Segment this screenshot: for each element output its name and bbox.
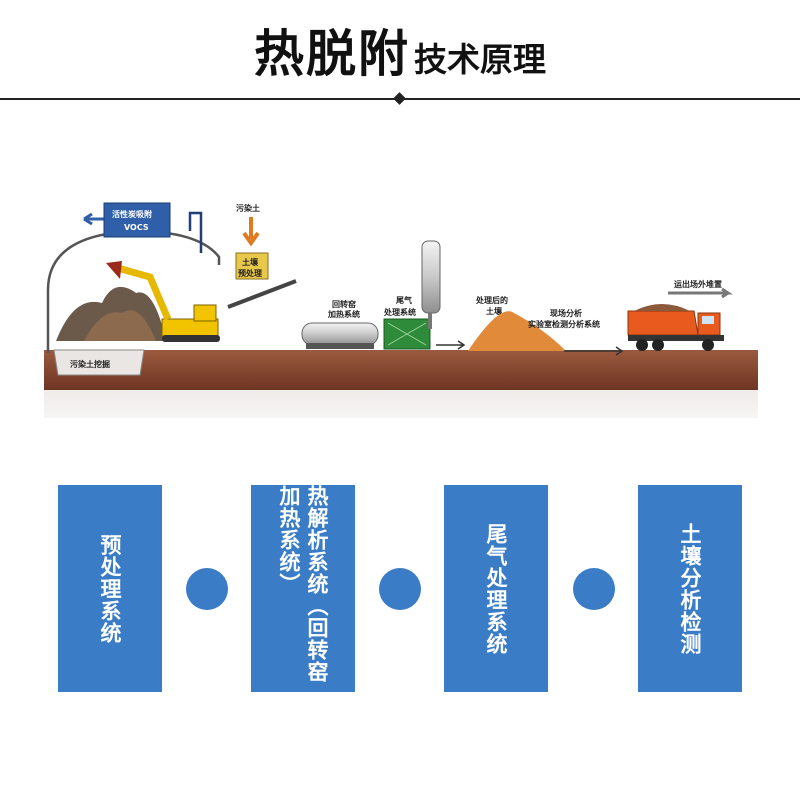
transport-label: 运出场外堆置 [674,279,722,289]
step-connector-dot [573,568,615,610]
input-arrow [242,217,260,247]
pretreat-sublabel: 预处理 [238,268,262,278]
divider-diamond-icon [393,92,406,105]
vocs-arrow [83,212,104,226]
kiln-support [306,343,374,349]
exhaust-pipe [188,211,203,253]
vocs-box [103,202,171,238]
process-arrow [436,340,466,350]
excavation-label: 污染土挖掘 [70,359,110,369]
transport-arrow [668,287,733,299]
process-illustration: 污染土挖掘 活性炭吸附 VOCS 污染土 土壤 预处理 回转窑 加热系统 尾气 … [44,202,758,418]
step-label: 预处理系统 [98,533,122,644]
treated-soil-pile [468,311,566,351]
step-box-thermal-desorption: 热解析系统（回转窑加热系统） [251,485,355,692]
stack [421,240,441,314]
kiln-sublabel: 加热系统 [327,309,360,319]
step-box-pretreatment: 预处理系统 [58,485,162,692]
step-label: 热解析系统（回转窑加热系统） [277,485,329,683]
contaminated-soil-label: 污染土 [236,203,260,213]
vocs-box-sublabel: VOCS [124,223,149,232]
title-main: 热脱附 [254,25,410,83]
tailgas-sublabel: 处理系统 [383,307,416,317]
excavator-illustration [106,261,220,342]
step-connector-dot [379,568,421,610]
excavation-pit [53,349,145,376]
step-box-soil-analysis: 土壤分析检测 [638,485,742,692]
step-label: 土壤分析检测 [678,522,702,655]
title-sub: 技术原理 [414,40,546,79]
step-connector-dot [186,568,228,610]
ground-layer [44,350,758,390]
pretreat-label: 土壤 [242,257,259,267]
vocs-box-label: 活性炭吸附 [112,209,152,219]
tailgas-label: 尾气 [395,295,412,305]
dump-truck-illustration [627,304,724,351]
step-label: 尾气处理系统 [484,522,508,655]
page-title: 热脱附技术原理 [0,14,800,86]
kiln-label: 回转窑 [332,299,356,309]
conveyor [227,279,297,309]
pretreat-hopper [235,252,269,280]
step-box-tail-gas: 尾气处理系统 [444,485,548,692]
analysis-label: 现场分析 [550,308,582,318]
analysis-arrow [564,346,624,356]
treated-sublabel: 土壤 [486,306,503,316]
soil-pile-brown [84,310,156,341]
rotary-kiln [301,322,379,346]
analysis-sublabel: 实验室检测分析系统 [528,319,600,329]
treated-label: 处理后的 [475,295,508,305]
